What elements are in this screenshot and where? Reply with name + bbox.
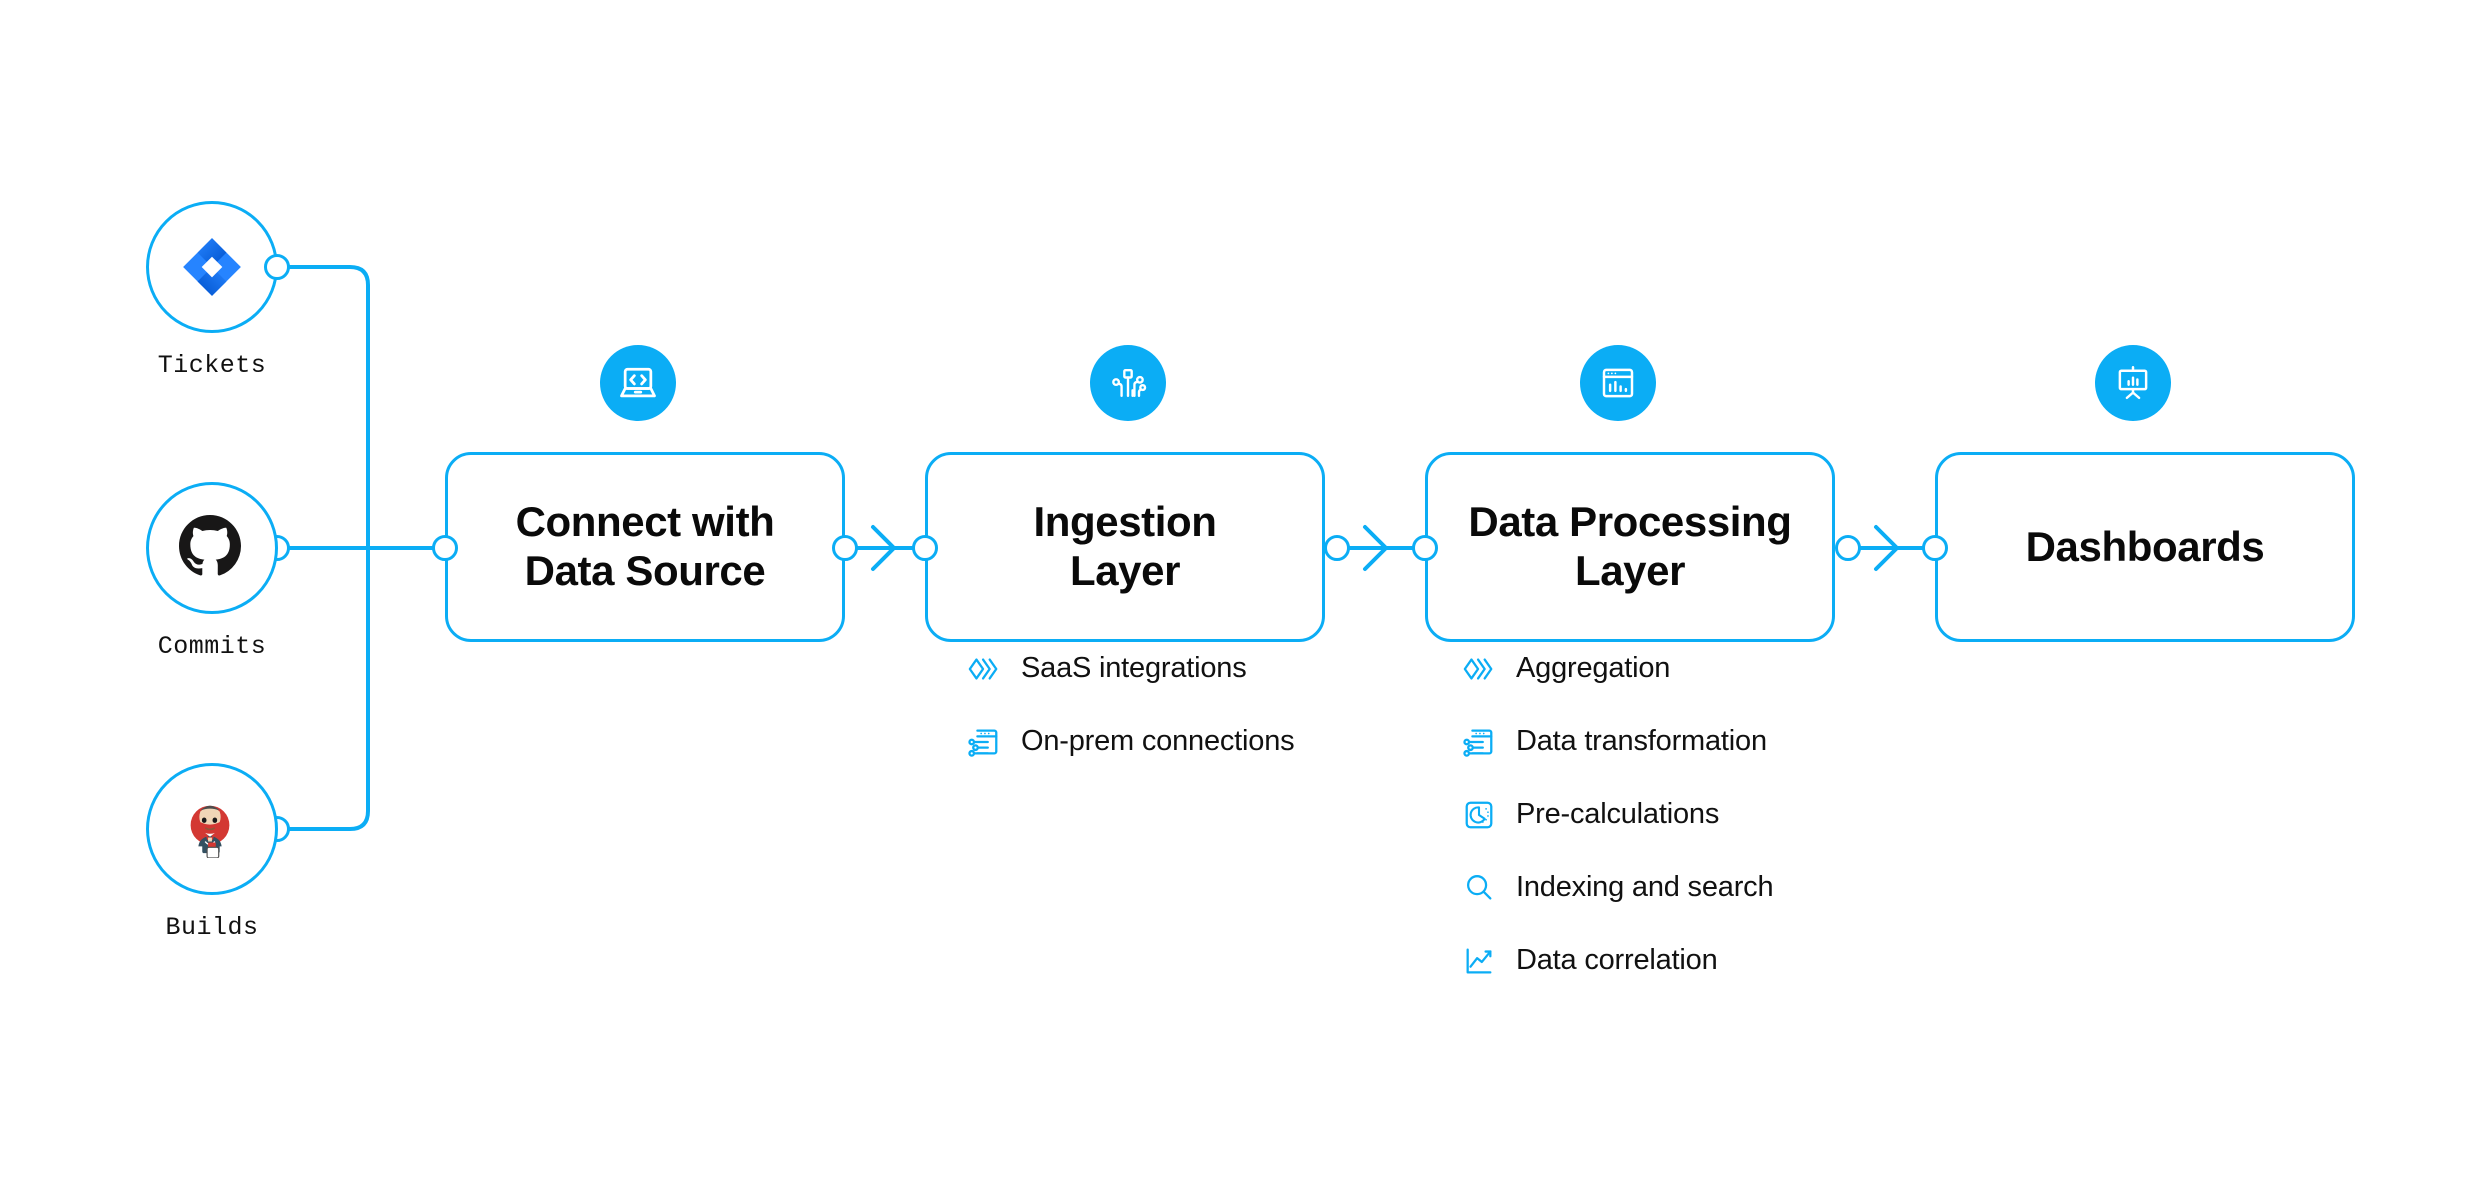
stage-title-dashboards: Dashboards [2025,522,2265,570]
source-node-commits[interactable]: Commits [146,482,278,661]
port-stage2-left [912,535,938,561]
window-chart-icon [1580,345,1656,421]
feature-list-ingestion: SaaS integrations On-prem connections [965,632,1295,778]
port-stage3-right [1835,535,1861,561]
wire-tickets [288,265,370,550]
arrow-stage2-stage3 [1363,525,1389,571]
feature-label: Indexing and search [1516,871,1774,903]
port-stage3-left [1412,535,1438,561]
gauge-square-icon [1460,796,1498,834]
feature-item: Indexing and search [1460,851,1774,924]
feature-item: On-prem connections [965,705,1295,778]
feature-item: Data correlation [1460,924,1773,997]
feature-label: Data correlation [1516,944,1718,976]
source-circle [146,482,278,614]
window-sliders-icon [965,723,1003,761]
arrow-stage3-stage4 [1874,525,1900,571]
source-node-builds[interactable]: Builds [146,763,278,942]
arrow-stage1-stage2 [871,525,897,571]
port-stage4-left [1922,535,1948,561]
circuit-nodes-icon [1090,345,1166,421]
feature-item: Aggregation [1460,632,1773,705]
magnifier-icon [1460,869,1498,907]
port-stage2-right [1324,535,1350,561]
source-label-tickets: Tickets [157,351,267,380]
wire-builds [288,546,370,831]
window-sliders-icon [1460,723,1498,761]
line-chart-icon [1460,942,1498,980]
feature-item: SaaS integrations [965,632,1294,705]
port-stage1-right [832,535,858,561]
stacked-chevrons-icon [965,650,1003,688]
feature-label: Pre-calculations [1516,798,1720,830]
feature-item: Data transformation [1460,705,1773,778]
feature-item: Pre-calculations [1460,778,1773,851]
feature-list-processing: Aggregation Data transformation [1460,632,1774,997]
port-tickets [264,254,290,280]
github-logo [179,515,245,581]
source-label-commits: Commits [157,632,267,661]
feature-label: On-prem connections [1021,725,1295,757]
jenkins-logo [179,796,245,862]
feature-label: Aggregation [1516,652,1671,684]
presentation-chart-icon [2095,345,2171,421]
stage-box-dashboards[interactable]: Dashboards [1935,452,2355,642]
jira-logo [179,234,245,300]
source-node-tickets[interactable]: Tickets [146,201,278,380]
feature-label: Data transformation [1516,725,1767,757]
source-circle [146,763,278,895]
laptop-code-icon [600,345,676,421]
stacked-chevrons-icon [1460,650,1498,688]
source-label-builds: Builds [165,913,259,942]
feature-label: SaaS integrations [1021,652,1247,684]
port-stage1-left [432,535,458,561]
